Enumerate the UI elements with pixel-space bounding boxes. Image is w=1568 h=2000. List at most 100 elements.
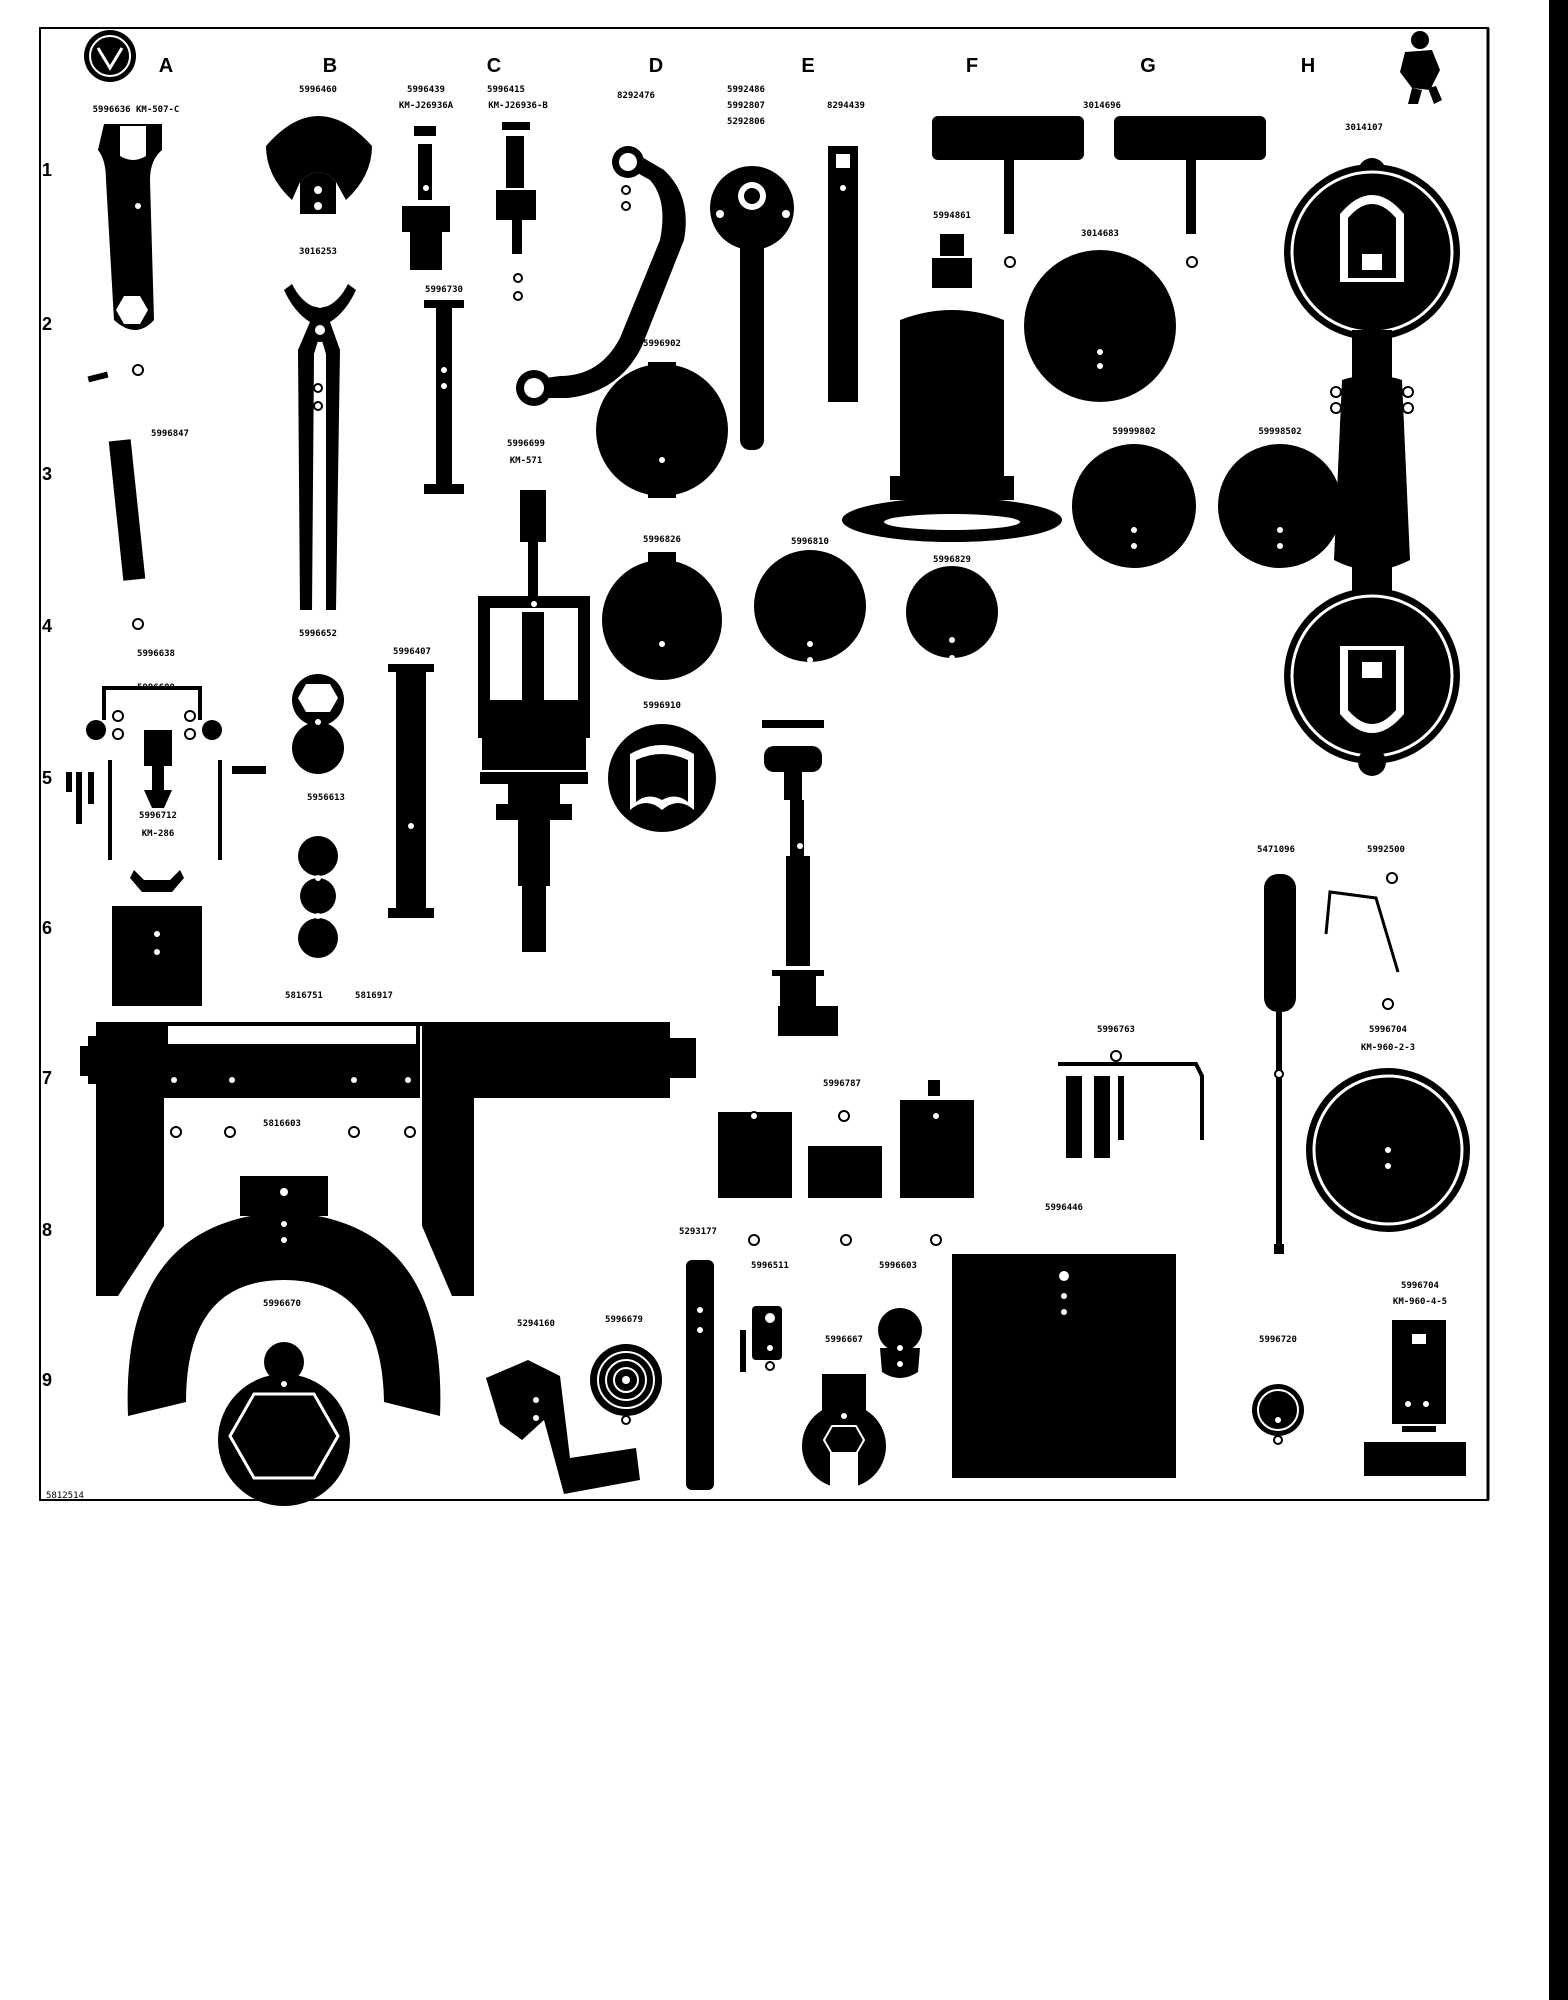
row-label-9: 9 bbox=[42, 1370, 52, 1390]
column-label-c: C bbox=[487, 55, 501, 77]
column-label-g: G bbox=[1140, 55, 1156, 77]
tool-bracket-g7 bbox=[1058, 1050, 1204, 1158]
tool-slotted-disc-d4 bbox=[602, 552, 722, 680]
part-label: KM-286 bbox=[142, 829, 175, 839]
tool-i-bar-c2 bbox=[424, 300, 464, 494]
tool-blocks-e7 bbox=[718, 1080, 974, 1246]
tool-suction-lifter-h bbox=[1284, 158, 1460, 776]
part-label: 5996910 bbox=[643, 701, 681, 711]
tool-drift-c1a bbox=[402, 126, 450, 270]
tool-ring-e9 bbox=[878, 1308, 922, 1378]
tool-pliers-b2 bbox=[284, 284, 356, 610]
part-label: 5293177 bbox=[679, 1227, 717, 1237]
part-label: KM-J26936-B bbox=[488, 101, 548, 111]
part-label: 5996446 bbox=[1045, 1203, 1083, 1213]
part-label: 5292806 bbox=[727, 117, 765, 127]
tool-hex-socket-a9 bbox=[218, 1342, 350, 1506]
tool-disc-g2 bbox=[1024, 250, 1176, 402]
tool-bent-bar-d1 bbox=[516, 146, 686, 406]
document-number: 5812514 bbox=[46, 1491, 84, 1501]
part-label: 5471096 bbox=[1257, 845, 1295, 855]
tool-block-a6 bbox=[112, 870, 202, 1006]
tool-t-handle-f1 bbox=[932, 116, 1084, 268]
row-label-4: 4 bbox=[42, 616, 52, 636]
column-label-e: E bbox=[801, 55, 814, 77]
tool-bar-e1 bbox=[828, 146, 858, 402]
part-label: 5996679 bbox=[605, 1315, 643, 1325]
part-label: 5816917 bbox=[355, 991, 393, 1001]
row-label-3: 3 bbox=[42, 464, 52, 484]
tool-horseshoe-b1 bbox=[266, 116, 372, 214]
row-label-7: 7 bbox=[42, 1068, 52, 1088]
part-label: 5996638 bbox=[137, 649, 175, 659]
part-label: 5996460 bbox=[299, 85, 337, 95]
tool-wrench-a1 bbox=[98, 124, 162, 330]
part-label: 5294160 bbox=[517, 1319, 555, 1329]
part-label: 5996603 bbox=[879, 1261, 917, 1271]
tool-press-screw-e5 bbox=[762, 720, 838, 1036]
part-label: 8292476 bbox=[617, 91, 655, 101]
part-label: 5996787 bbox=[823, 1079, 861, 1089]
tool-fixture-a7 bbox=[80, 1022, 696, 1296]
part-label: KM-J26936A bbox=[399, 101, 454, 111]
part-label: 5996407 bbox=[393, 647, 431, 657]
tool-disc-g3b bbox=[1218, 444, 1342, 568]
tool-ball-set-b6 bbox=[298, 836, 338, 958]
tool-clamp-d9 bbox=[740, 1306, 782, 1372]
tool-plate-f8 bbox=[952, 1254, 1176, 1478]
column-labels: A B C D E F G H bbox=[159, 55, 1315, 77]
tool-disc-e4a bbox=[754, 550, 866, 663]
tool-disc-h8 bbox=[1306, 1068, 1470, 1232]
part-label: 5996511 bbox=[751, 1261, 789, 1271]
tool-puller-c3 bbox=[478, 490, 590, 952]
tool-long-bar-c5 bbox=[388, 664, 434, 918]
column-label-d: D bbox=[649, 55, 663, 77]
part-label: KM-960-4-5 bbox=[1393, 1297, 1447, 1307]
part-label: 5996847 bbox=[151, 429, 189, 439]
tool-crank-c9 bbox=[486, 1360, 640, 1494]
part-label: 5996699 bbox=[507, 439, 545, 449]
part-label: 8294439 bbox=[827, 101, 865, 111]
part-label: 5996730 bbox=[425, 285, 463, 295]
tool-small-disc-h9 bbox=[1252, 1384, 1304, 1445]
part-label: KM-571 bbox=[510, 456, 543, 466]
row-label-1: 1 bbox=[42, 160, 52, 180]
part-label: 5996415 bbox=[487, 85, 525, 95]
row-label-8: 8 bbox=[42, 1220, 52, 1240]
mechanic-figure-icon bbox=[1400, 31, 1442, 104]
part-label: 3016253 bbox=[299, 247, 337, 257]
tool-holder-h9 bbox=[1364, 1320, 1466, 1476]
tool-drift-c1b bbox=[496, 122, 536, 301]
part-label: 3014696 bbox=[1083, 101, 1121, 111]
tool-jig-a5 bbox=[66, 686, 266, 860]
tool-socket-handle-e1 bbox=[710, 166, 794, 450]
column-label-b: B bbox=[323, 55, 337, 77]
part-label: 5996712 bbox=[139, 811, 177, 821]
part-label: 5996902 bbox=[643, 339, 681, 349]
tool-bent-rod-h6 bbox=[1324, 872, 1400, 1010]
tool-hex-socket-b5 bbox=[292, 674, 344, 774]
part-label: 5996704 bbox=[1369, 1025, 1408, 1035]
part-label: 5816603 bbox=[263, 1119, 301, 1129]
part-label: 5996636 KM-507-C bbox=[93, 105, 180, 115]
part-label: 5996667 bbox=[825, 1335, 863, 1345]
tool-press-f2 bbox=[842, 234, 1062, 542]
part-label: 5992486 bbox=[727, 85, 765, 95]
tool-t-handle-g1 bbox=[1114, 116, 1266, 268]
part-label: 5994861 bbox=[933, 211, 971, 221]
part-label: 5996652 bbox=[299, 629, 337, 639]
column-label-a: A bbox=[159, 55, 173, 77]
tool-arch-a8 bbox=[127, 1176, 441, 1416]
part-label: 5996439 bbox=[407, 85, 445, 95]
tool-slotted-disc-d3 bbox=[596, 362, 728, 498]
part-label: 5816751 bbox=[285, 991, 323, 1001]
column-label-f: F bbox=[966, 55, 978, 77]
part-label: 5996810 bbox=[791, 537, 829, 547]
brand-emblem-icon bbox=[84, 30, 136, 82]
tool-disc-f4 bbox=[906, 566, 998, 661]
row-labels: 1 2 3 4 5 6 7 8 9 bbox=[42, 160, 52, 1390]
part-label: 5996829 bbox=[933, 555, 971, 565]
row-label-6: 6 bbox=[42, 918, 52, 938]
page-edge-bar bbox=[1549, 0, 1568, 2000]
